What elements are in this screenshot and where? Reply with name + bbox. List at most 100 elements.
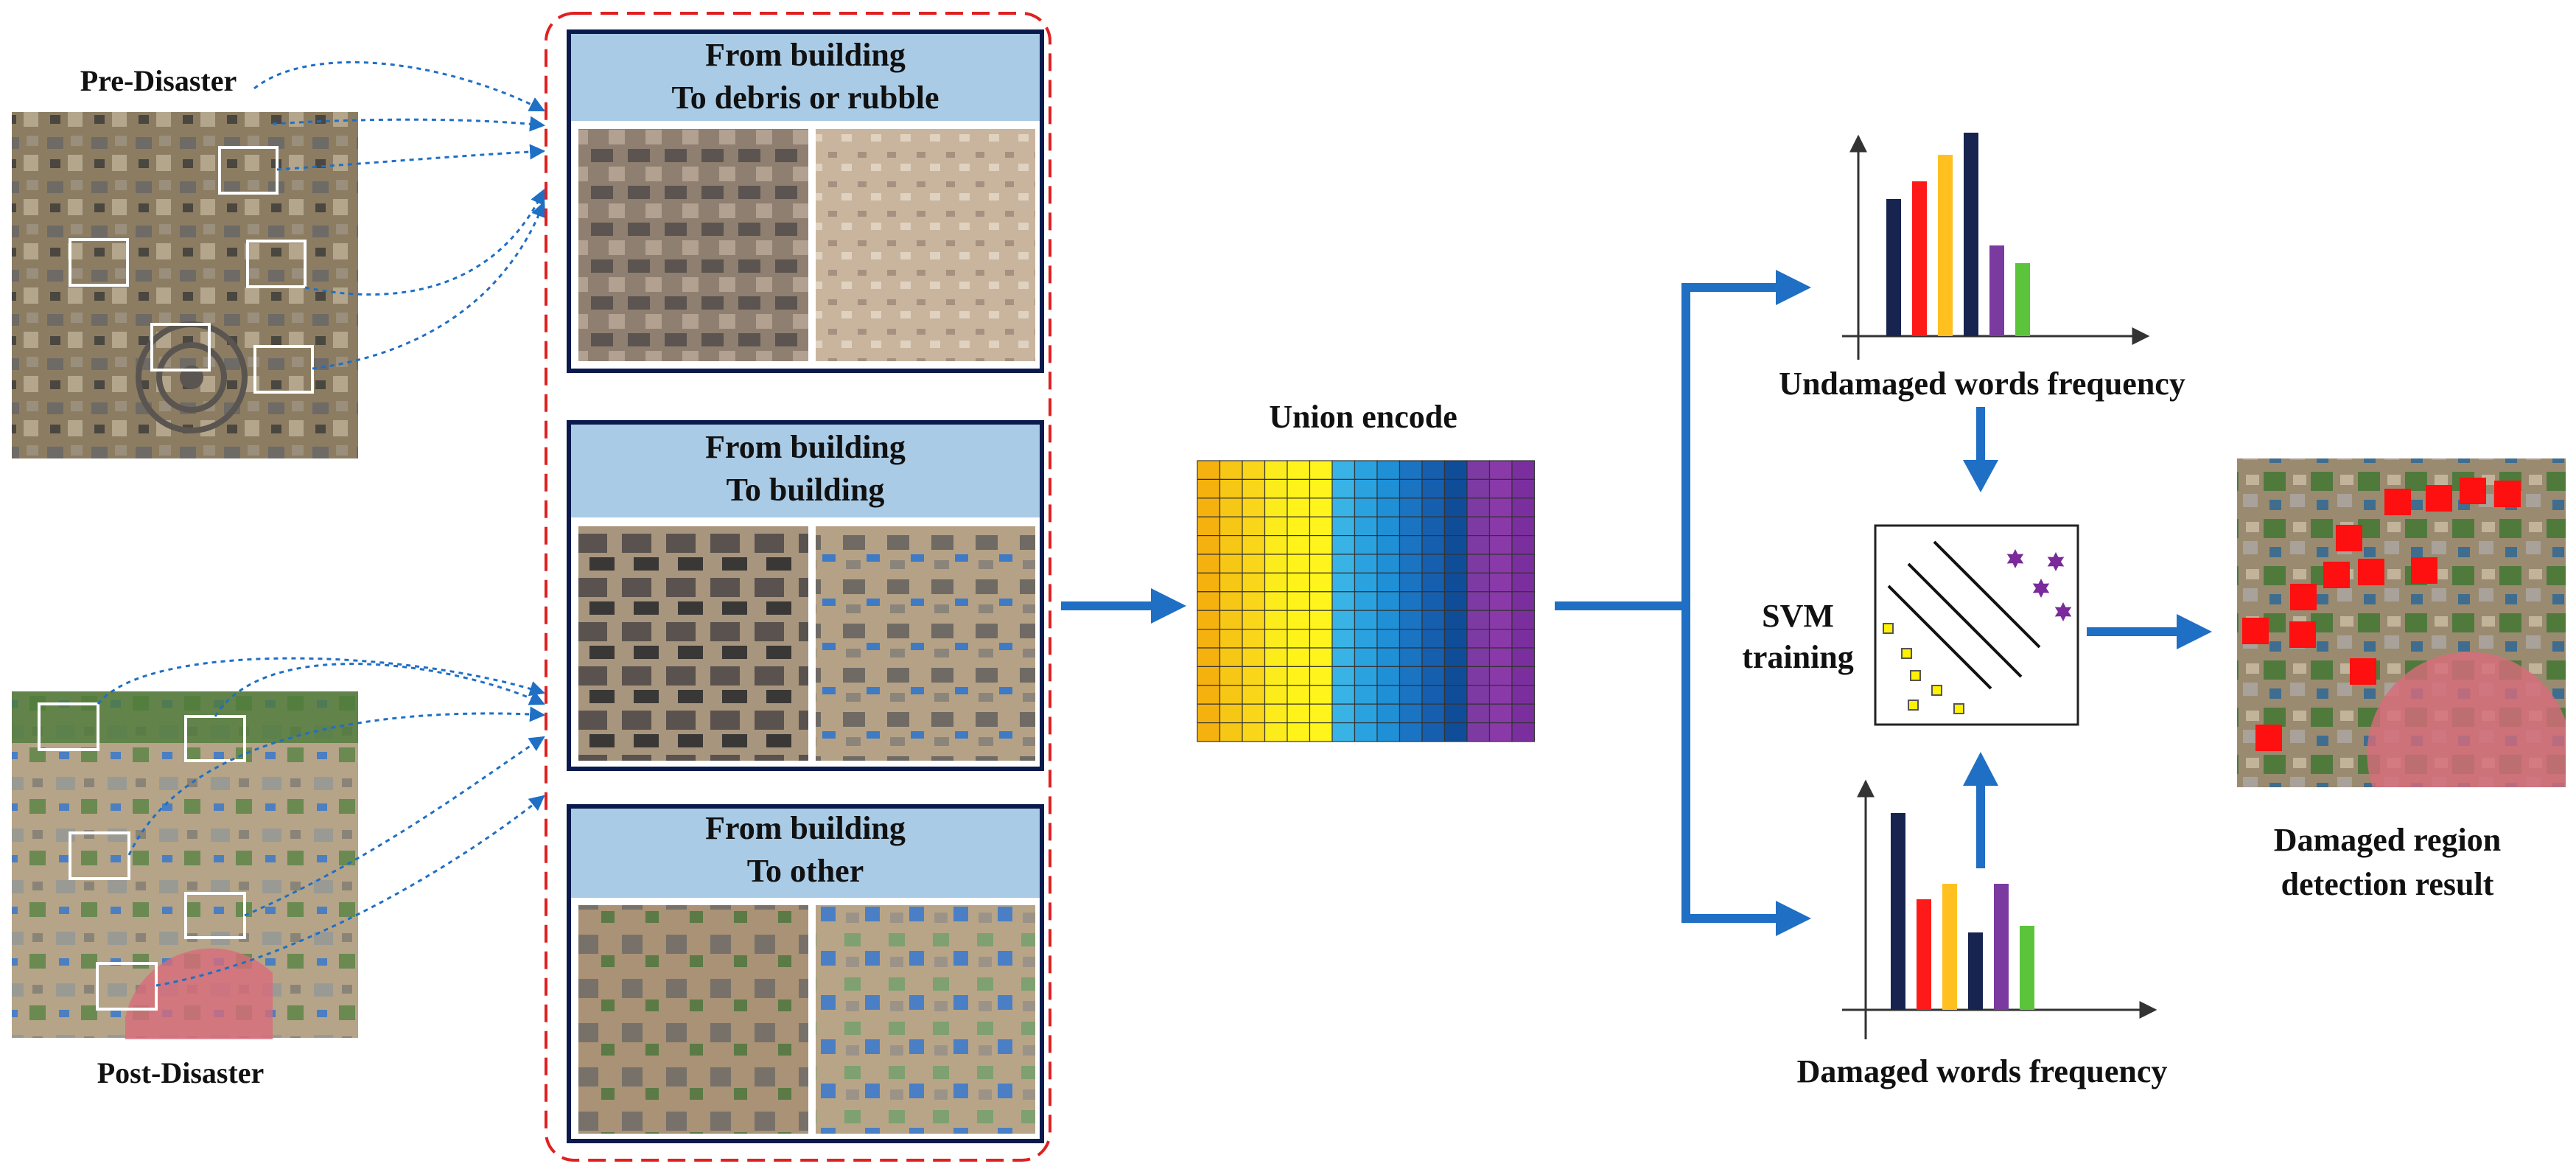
grid-cell — [1466, 534, 1491, 555]
grid-cell — [1287, 516, 1311, 537]
grid-cell — [1443, 572, 1468, 593]
grid-cell — [1443, 516, 1468, 537]
grid-cell — [1421, 666, 1446, 686]
grid-cell — [1488, 478, 1513, 499]
grid-cell — [1399, 703, 1423, 724]
grid-cell — [1376, 703, 1401, 724]
sample-box — [150, 323, 211, 372]
damage-marker — [2411, 557, 2437, 584]
grid-cell — [1399, 647, 1423, 667]
grid-cell — [1197, 647, 1221, 667]
grid-cell — [1331, 498, 1356, 517]
grid-cell — [1264, 460, 1288, 480]
grid-cell — [1421, 534, 1446, 555]
grid-cell — [1399, 610, 1423, 630]
grid-cell — [1376, 685, 1401, 705]
post-disaster-label: Post-Disaster — [97, 1056, 265, 1089]
grid-cell — [1331, 722, 1356, 742]
grid-cell — [1331, 572, 1356, 593]
grid-cell — [1354, 685, 1378, 705]
damage-marker — [2336, 525, 2362, 551]
grid-cell — [1376, 554, 1401, 573]
grid-cell — [1488, 460, 1513, 480]
grid-cell — [1197, 703, 1221, 724]
grid-cell — [1399, 478, 1423, 499]
grid-cell — [1242, 610, 1266, 630]
grid-cell — [1264, 685, 1288, 705]
arrow-to-damaged — [1681, 914, 1783, 923]
grid-cell — [1309, 460, 1333, 480]
class-square — [1953, 703, 1964, 714]
grid-cell — [1354, 478, 1378, 499]
grid-cell — [1466, 703, 1491, 724]
grid-cell — [1219, 666, 1243, 686]
damaged-histogram — [1842, 779, 2157, 1039]
grid-cell — [1421, 722, 1446, 742]
grid-cell — [1219, 478, 1243, 499]
grid-cell — [1287, 534, 1311, 555]
grid-cell — [1264, 610, 1288, 630]
grid-cell — [1309, 685, 1333, 705]
union-encode-label: Union encode — [1269, 399, 1457, 435]
grid-cell — [1197, 610, 1221, 630]
grid-cell — [1443, 628, 1468, 649]
pre-disaster-label: Pre-Disaster — [80, 64, 237, 97]
grid-cell — [1511, 572, 1536, 593]
category-1-line1: From building — [705, 37, 906, 73]
grid-cell — [1466, 685, 1491, 705]
grid-cell — [1219, 498, 1243, 517]
grid-cell — [1511, 610, 1536, 630]
grid-cell — [1354, 554, 1378, 573]
grid-cell — [1264, 478, 1288, 499]
grid-cell — [1331, 647, 1356, 667]
grid-cell — [1309, 591, 1333, 611]
category-panel-1 — [567, 29, 1044, 373]
grid-cell — [1443, 591, 1468, 611]
grid-cell — [1287, 647, 1311, 667]
grid-cell — [1399, 685, 1423, 705]
grid-cell — [1354, 628, 1378, 649]
grid-cell — [1488, 498, 1513, 517]
grid-cell — [1488, 685, 1513, 705]
grid-cell — [1287, 610, 1311, 630]
grid-cell — [1219, 460, 1243, 480]
svm-hyperplane — [1887, 585, 1992, 690]
grid-cell — [1309, 628, 1333, 649]
hist-bar — [1989, 245, 2004, 336]
grid-cell — [1399, 460, 1423, 480]
grid-cell — [1443, 460, 1468, 480]
grid-cell — [1309, 534, 1333, 555]
arrow-svm-to-result — [2087, 627, 2183, 636]
grid-cell — [1376, 572, 1401, 593]
damage-marker — [2426, 485, 2452, 512]
grid-cell — [1511, 647, 1536, 667]
grid-cell — [1376, 610, 1401, 630]
svm-line2: training — [1742, 639, 1854, 675]
class-square — [1883, 623, 1894, 634]
grid-cell — [1443, 478, 1468, 499]
grid-cell — [1287, 722, 1311, 742]
union-encode-grid — [1197, 460, 1536, 742]
grid-cell — [1264, 516, 1288, 537]
grid-cell — [1466, 610, 1491, 630]
hist-bar — [1964, 133, 1978, 336]
grid-cell — [1287, 666, 1311, 686]
svm-line1: SVM — [1762, 598, 1834, 634]
grid-cell — [1488, 703, 1513, 724]
grid-cell — [1376, 647, 1401, 667]
grid-cell — [1197, 478, 1221, 499]
grid-cell — [1242, 460, 1266, 480]
sample-box — [253, 345, 314, 394]
grid-cell — [1197, 628, 1221, 649]
grid-cell — [1242, 647, 1266, 667]
grid-cell — [1354, 460, 1378, 480]
grid-cell — [1309, 703, 1333, 724]
grid-cell — [1443, 685, 1468, 705]
grid-cell — [1421, 703, 1446, 724]
grid-cell — [1309, 647, 1333, 667]
result-label: Damaged region detection result — [2211, 818, 2564, 907]
svm-box — [1874, 524, 2079, 726]
grid-cell — [1421, 460, 1446, 480]
class-square — [1931, 685, 1942, 696]
grid-cell — [1511, 460, 1536, 480]
